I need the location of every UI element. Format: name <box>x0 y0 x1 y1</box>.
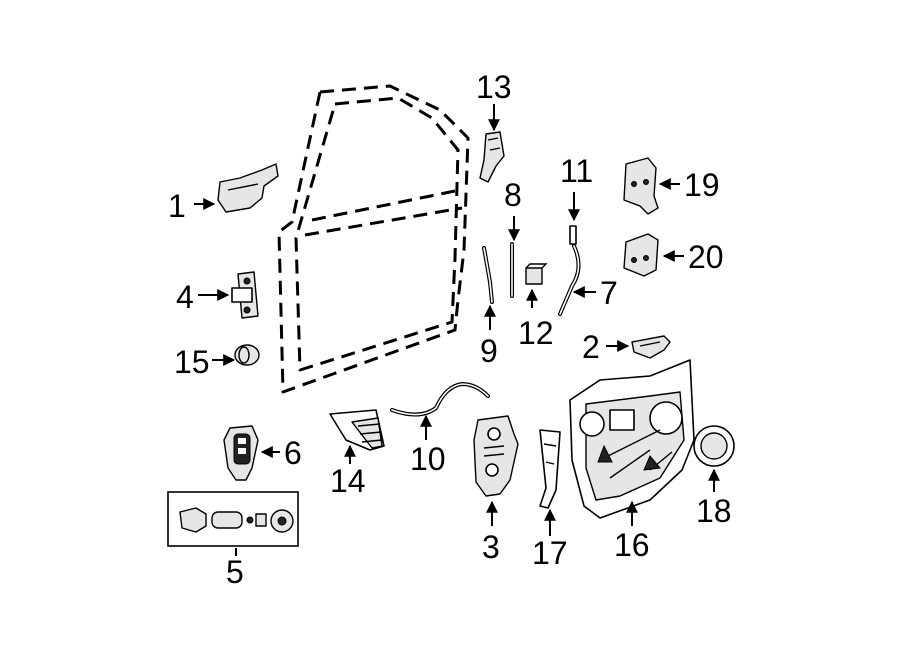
outside-handle-part <box>217 163 279 213</box>
inside-handle-part <box>631 335 671 359</box>
clip-part <box>525 263 548 285</box>
callout-3: 3 <box>482 529 500 565</box>
lock-cylinder-kit <box>167 491 299 547</box>
callout-11: 11 <box>560 153 593 189</box>
callout-4: 4 <box>176 279 194 315</box>
callout-20: 20 <box>688 239 724 275</box>
callout-2: 2 <box>582 329 600 365</box>
key-fob-part <box>223 425 259 481</box>
door-latch-part <box>473 415 519 497</box>
striker-part <box>231 271 259 319</box>
window-regulator-part <box>569 359 695 519</box>
door-outline <box>277 84 470 394</box>
control-rod-part <box>558 225 581 316</box>
callout-12: 12 <box>518 315 554 351</box>
callout-7: 7 <box>600 275 618 311</box>
callout-14: 14 <box>330 463 366 499</box>
lower-hinge-part <box>623 233 659 277</box>
speaker-part <box>693 425 735 467</box>
upper-hinge-door-side-part <box>623 157 659 215</box>
callout-10: 10 <box>410 441 446 477</box>
trim-bracket-part <box>539 429 561 509</box>
callout-8: 8 <box>504 177 522 213</box>
callout-1: 1 <box>168 188 186 224</box>
lock-rod-part <box>482 246 494 304</box>
callout-13: 13 <box>476 69 512 105</box>
upper-hinge-part <box>479 131 505 183</box>
callout-19: 19 <box>684 167 720 203</box>
inside-cable-part <box>390 381 490 417</box>
callout-17: 17 <box>532 535 568 571</box>
callout-16: 16 <box>614 527 650 563</box>
callout-9: 9 <box>480 333 498 369</box>
callout-18: 18 <box>696 493 732 529</box>
plug-part <box>234 344 260 366</box>
callout-6: 6 <box>284 435 302 471</box>
callout-15: 15 <box>174 344 210 380</box>
bracket-part <box>329 409 385 451</box>
callout-5: 5 <box>226 554 244 590</box>
